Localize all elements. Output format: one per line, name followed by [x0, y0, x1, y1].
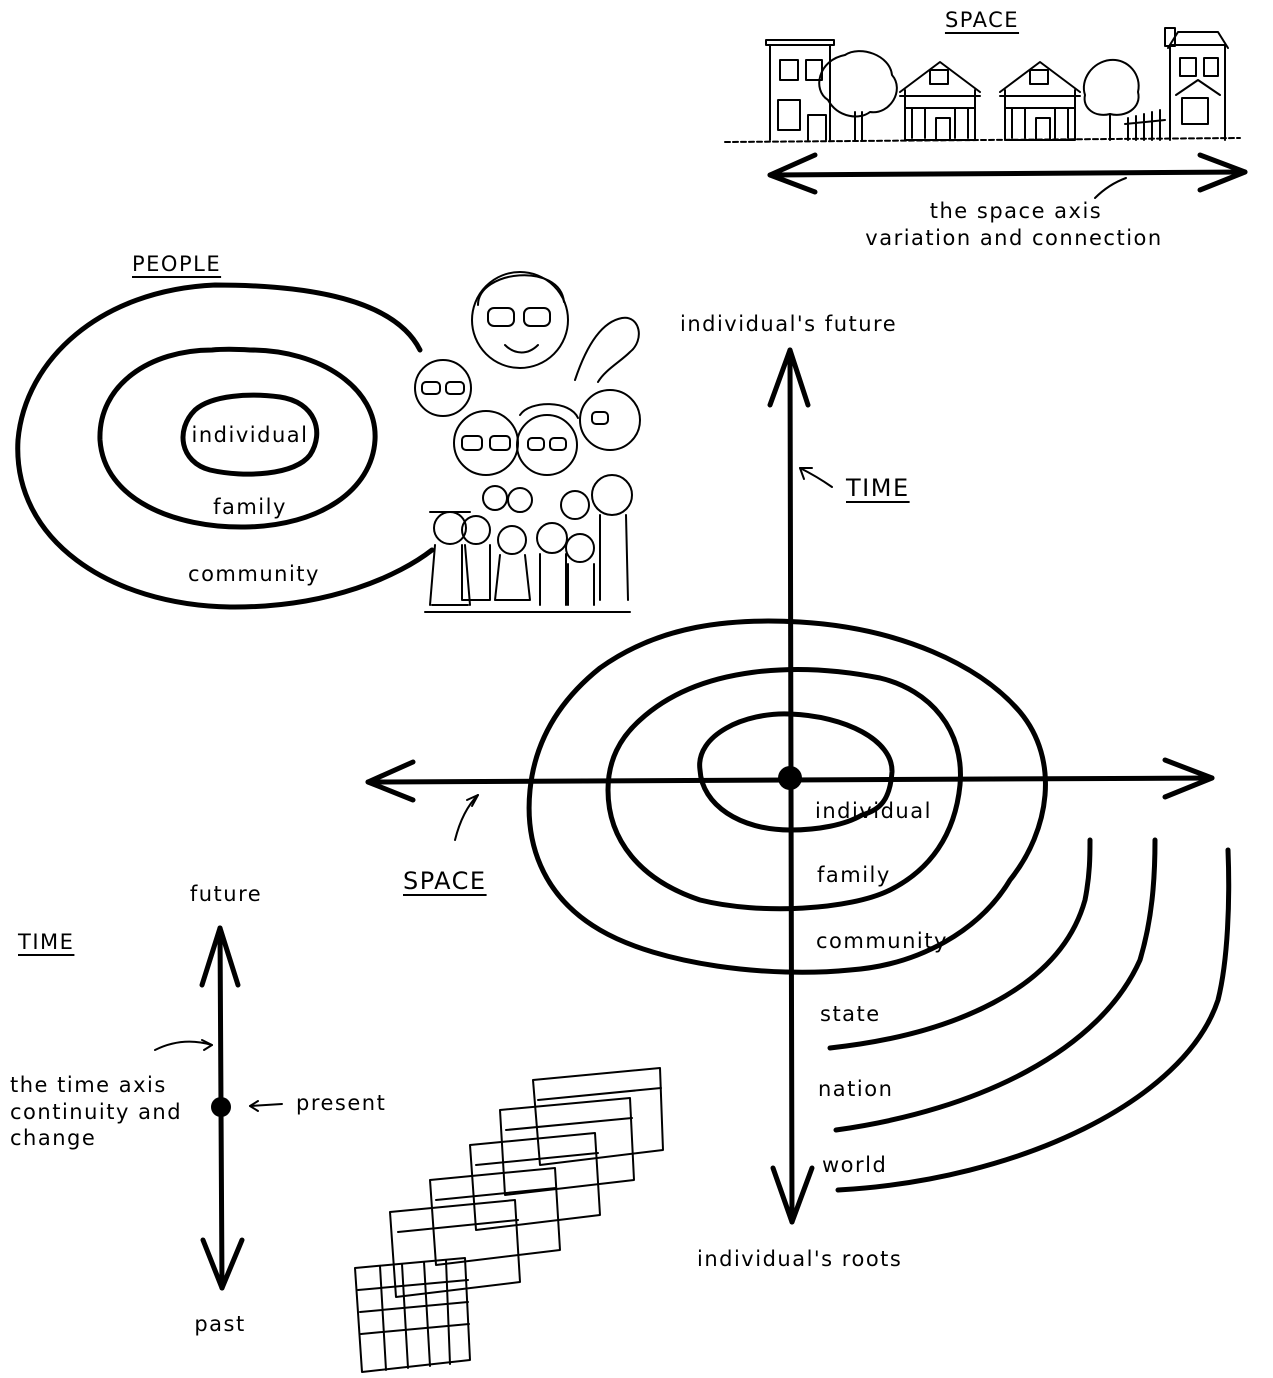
time-pointers [154, 1039, 283, 1112]
main-ring-world: world [822, 1153, 888, 1177]
people-ring-community: community [188, 562, 320, 586]
individuals-future-label: individual's future [680, 312, 898, 336]
people-ring-individual: individual [191, 423, 309, 447]
present-dot [211, 1097, 231, 1117]
people-panel-heading: PEOPLE [132, 252, 222, 276]
space-axis-caption-line2: variation and connection [865, 226, 1163, 250]
main-time-heading: TIME [846, 474, 910, 502]
time-axis-caption-line3: change [10, 1126, 97, 1150]
main-ring-individual: individual [815, 799, 932, 823]
past-label: past [194, 1312, 246, 1336]
main-ring-nation: nation [818, 1077, 894, 1101]
future-label: future [189, 882, 263, 906]
time-axis-caption-line2: continuity and [10, 1100, 183, 1124]
people-ring-family: family [213, 495, 287, 519]
time-panel-heading: TIME [18, 930, 75, 954]
main-ring-family: family [817, 863, 891, 887]
space-panel-heading: SPACE [944, 8, 1020, 32]
time-axis-caption-line1: the time axis [10, 1073, 167, 1097]
space-axis-caption-line1: the space axis [929, 199, 1103, 223]
main-rings [526, 618, 1048, 975]
outer-arcs [827, 837, 1232, 1193]
calendars-illustration [354, 1067, 664, 1373]
origin-dot [778, 766, 802, 790]
people-rings [15, 282, 435, 610]
main-space-heading: SPACE [403, 867, 487, 895]
houses-illustration [724, 27, 1241, 143]
main-ring-state: state [820, 1002, 881, 1026]
present-label: present [296, 1091, 387, 1115]
people-illustration [414, 271, 641, 613]
pointer-arrows [454, 467, 833, 841]
main-ring-community: community [816, 929, 948, 953]
space-axis-arrow [767, 152, 1248, 195]
individuals-roots-label: individual's roots [697, 1247, 903, 1271]
